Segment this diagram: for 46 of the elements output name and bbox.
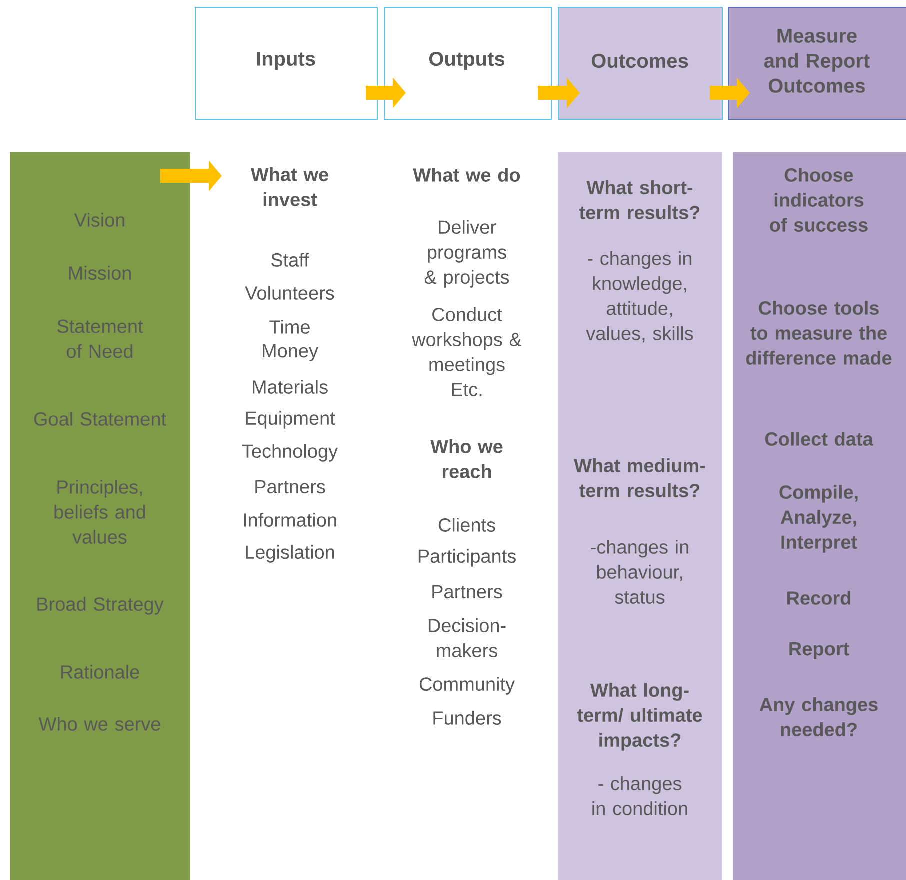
list-item: Partners bbox=[432, 585, 502, 599]
column-heading: Report bbox=[790, 642, 850, 660]
list-item: Participants bbox=[418, 549, 516, 567]
list-item: Community bbox=[420, 677, 515, 695]
header-box: Measure and Report Outcomes bbox=[728, 7, 906, 120]
list-item: Money bbox=[263, 344, 318, 362]
list-item: Decision-makers bbox=[428, 618, 506, 658]
list-item: - changes in knowledge, attitude, values, skills bbox=[586, 251, 694, 343]
list-item: Mission bbox=[69, 266, 131, 280]
list-item: Technology bbox=[242, 444, 338, 462]
list-item: Deliver programs & projects bbox=[424, 220, 510, 288]
list-item: Principles, beliefs and values bbox=[54, 480, 146, 544]
column-heading: Collect data bbox=[765, 432, 874, 446]
list-item: Vision bbox=[74, 213, 124, 227]
list-item: Goal Statement bbox=[34, 412, 166, 426]
list-item: Statement of Need bbox=[58, 320, 144, 358]
column-heading: What we invest bbox=[250, 168, 328, 206]
list-item: Staff bbox=[272, 253, 310, 267]
list-item: - changes in condition bbox=[592, 776, 688, 816]
list-item: Rationale bbox=[61, 665, 140, 679]
list-item: Conduct workshops & meetings Etc. bbox=[412, 308, 522, 396]
list-item: Information bbox=[244, 513, 336, 527]
header-box: Inputs bbox=[195, 7, 378, 120]
list-item: Equipment bbox=[246, 411, 336, 429]
list-item: -changes in behaviour, status bbox=[591, 540, 688, 604]
column-heading: Compile, Analyze, Interpret bbox=[780, 485, 858, 553]
list-item: Legislation bbox=[246, 545, 334, 563]
column-heading: What long-term/ ultimate impacts? bbox=[577, 683, 702, 751]
column-heading: Choose indicators of success bbox=[770, 168, 868, 232]
header-box: Outputs bbox=[384, 7, 552, 120]
header-box: Outcomes bbox=[558, 7, 723, 120]
column-heading: Who we reach bbox=[430, 440, 503, 478]
column-heading: Any changes needed? bbox=[760, 698, 878, 736]
list-item: Partners bbox=[256, 480, 326, 494]
column-heading: What medium-term results? bbox=[574, 458, 706, 498]
list-item: Time bbox=[270, 320, 310, 334]
list-item: Volunteers bbox=[245, 286, 334, 300]
column-heading: Record bbox=[788, 591, 850, 605]
list-item: Materials bbox=[253, 380, 328, 394]
list-item: Broad Strategy bbox=[38, 597, 164, 615]
column-heading: What we do bbox=[413, 168, 520, 182]
column-heading: Choose tools to measure the difference made bbox=[746, 301, 892, 365]
list-item: Funders bbox=[434, 711, 502, 725]
list-item: Who we serve bbox=[38, 717, 160, 731]
list-item: Clients bbox=[438, 518, 496, 532]
column-heading: What short-term results? bbox=[580, 180, 700, 220]
